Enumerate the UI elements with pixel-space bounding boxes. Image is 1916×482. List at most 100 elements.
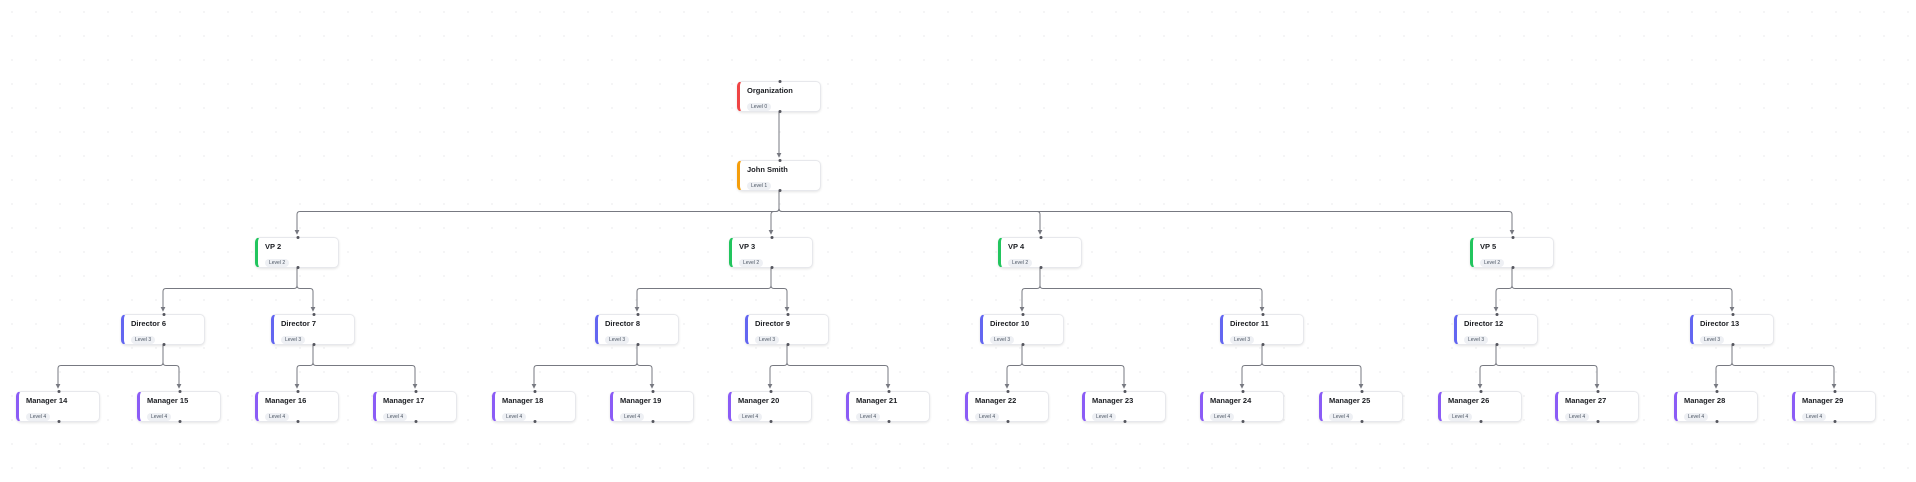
node-source-handle[interactable]: [1021, 343, 1025, 346]
node-source-handle[interactable]: [1833, 420, 1837, 423]
org-node-d10[interactable]: Director 10 Level 3: [980, 313, 1064, 346]
node-target-handle[interactable]: [1360, 390, 1364, 393]
org-node-d6[interactable]: Director 6 Level 3: [121, 313, 205, 346]
node-title: Manager 26: [1448, 396, 1490, 405]
org-node-d12[interactable]: Director 12 Level 3: [1454, 313, 1538, 346]
node-target-handle[interactable]: [1479, 390, 1483, 393]
org-node-m26[interactable]: Manager 26 Level 4: [1438, 390, 1522, 423]
org-node-m21[interactable]: Manager 21 Level 4: [846, 390, 930, 423]
node-source-handle[interactable]: [414, 420, 418, 423]
node-source-handle[interactable]: [770, 266, 774, 269]
org-node-m27[interactable]: Manager 27 Level 4: [1555, 390, 1639, 423]
node-source-handle[interactable]: [1715, 420, 1719, 423]
node-source-handle[interactable]: [1596, 420, 1600, 423]
org-node-d9[interactable]: Director 9 Level 3: [745, 313, 829, 346]
node-target-handle[interactable]: [178, 390, 182, 393]
org-node-john[interactable]: John Smith Level 1: [737, 159, 821, 192]
node-source-handle[interactable]: [778, 189, 782, 192]
node-target-handle[interactable]: [778, 159, 782, 162]
node-target-handle[interactable]: [636, 313, 640, 316]
node-source-handle[interactable]: [651, 420, 655, 423]
org-node-d7[interactable]: Director 7 Level 3: [271, 313, 355, 346]
node-target-handle[interactable]: [887, 390, 891, 393]
node-source-handle[interactable]: [887, 420, 891, 423]
node-target-handle[interactable]: [1123, 390, 1127, 393]
node-source-handle[interactable]: [1006, 420, 1010, 423]
node-level-badge: Level 3: [1700, 336, 1725, 344]
org-node-m28[interactable]: Manager 28 Level 4: [1674, 390, 1758, 423]
node-source-handle[interactable]: [1360, 420, 1364, 423]
org-node-m17[interactable]: Manager 17 Level 4: [373, 390, 457, 423]
node-target-handle[interactable]: [57, 390, 61, 393]
org-node-m16[interactable]: Manager 16 Level 4: [255, 390, 339, 423]
node-source-handle[interactable]: [778, 110, 782, 113]
edge-d11-m25: [1261, 345, 1364, 389]
node-target-handle[interactable]: [1261, 313, 1265, 316]
node-title: Manager 24: [1210, 396, 1252, 405]
node-source-handle[interactable]: [1261, 343, 1265, 346]
node-target-handle[interactable]: [1833, 390, 1837, 393]
node-target-handle[interactable]: [1006, 390, 1010, 393]
org-node-m22[interactable]: Manager 22 Level 4: [965, 390, 1049, 423]
node-source-handle[interactable]: [162, 343, 166, 346]
org-node-vp5[interactable]: VP 5 Level 2: [1470, 236, 1554, 269]
edge-d13-m29: [1731, 345, 1837, 389]
node-target-handle[interactable]: [1596, 390, 1600, 393]
org-node-m25[interactable]: Manager 25 Level 4: [1319, 390, 1403, 423]
org-node-m14[interactable]: Manager 14 Level 4: [16, 390, 100, 423]
node-target-handle[interactable]: [1511, 236, 1515, 239]
node-target-handle[interactable]: [1039, 236, 1043, 239]
node-target-handle[interactable]: [770, 236, 774, 239]
org-node-m24[interactable]: Manager 24 Level 4: [1200, 390, 1284, 423]
node-target-handle[interactable]: [651, 390, 655, 393]
org-node-m23[interactable]: Manager 23 Level 4: [1082, 390, 1166, 423]
node-target-handle[interactable]: [786, 313, 790, 316]
node-target-handle[interactable]: [1495, 313, 1499, 316]
node-source-handle[interactable]: [1241, 420, 1245, 423]
node-source-handle[interactable]: [296, 266, 300, 269]
org-node-vp3[interactable]: VP 3 Level 2: [729, 236, 813, 269]
org-node-m20[interactable]: Manager 20 Level 4: [728, 390, 812, 423]
org-node-vp4[interactable]: VP 4 Level 2: [998, 236, 1082, 269]
node-target-handle[interactable]: [1715, 390, 1719, 393]
edge-d8-m19: [636, 345, 655, 389]
node-source-handle[interactable]: [296, 420, 300, 423]
org-node-m15[interactable]: Manager 15 Level 4: [137, 390, 221, 423]
node-source-handle[interactable]: [57, 420, 61, 423]
node-source-handle[interactable]: [533, 420, 537, 423]
org-node-d11[interactable]: Director 11 Level 3: [1220, 313, 1304, 346]
node-source-handle[interactable]: [1511, 266, 1515, 269]
node-title: Director 8: [605, 319, 641, 328]
node-source-handle[interactable]: [312, 343, 316, 346]
node-target-handle[interactable]: [1241, 390, 1245, 393]
node-target-handle[interactable]: [769, 390, 773, 393]
org-node-d8[interactable]: Director 8 Level 3: [595, 313, 679, 346]
node-target-handle[interactable]: [312, 313, 316, 316]
org-node-m19[interactable]: Manager 19 Level 4: [610, 390, 694, 423]
node-source-handle[interactable]: [769, 420, 773, 423]
node-source-handle[interactable]: [1039, 266, 1043, 269]
org-node-m29[interactable]: Manager 29 Level 4: [1792, 390, 1876, 423]
org-node-org[interactable]: Organization Level 0: [737, 80, 821, 113]
org-node-d13[interactable]: Director 13 Level 3: [1690, 313, 1774, 346]
node-target-handle[interactable]: [533, 390, 537, 393]
node-target-handle[interactable]: [778, 80, 782, 83]
org-node-vp2[interactable]: VP 2 Level 2: [255, 236, 339, 269]
node-source-handle[interactable]: [1123, 420, 1127, 423]
node-target-handle[interactable]: [296, 236, 300, 239]
node-target-handle[interactable]: [1731, 313, 1735, 316]
node-source-handle[interactable]: [636, 343, 640, 346]
edge-d11-m24: [1239, 345, 1263, 389]
org-node-m18[interactable]: Manager 18 Level 4: [492, 390, 576, 423]
node-source-handle[interactable]: [1731, 343, 1735, 346]
node-target-handle[interactable]: [162, 313, 166, 316]
edge-d8-m18: [531, 345, 638, 389]
node-source-handle[interactable]: [1495, 343, 1499, 346]
node-source-handle[interactable]: [178, 420, 182, 423]
node-source-handle[interactable]: [1479, 420, 1483, 423]
node-target-handle[interactable]: [296, 390, 300, 393]
node-target-handle[interactable]: [1021, 313, 1025, 316]
node-target-handle[interactable]: [414, 390, 418, 393]
node-source-handle[interactable]: [786, 343, 790, 346]
